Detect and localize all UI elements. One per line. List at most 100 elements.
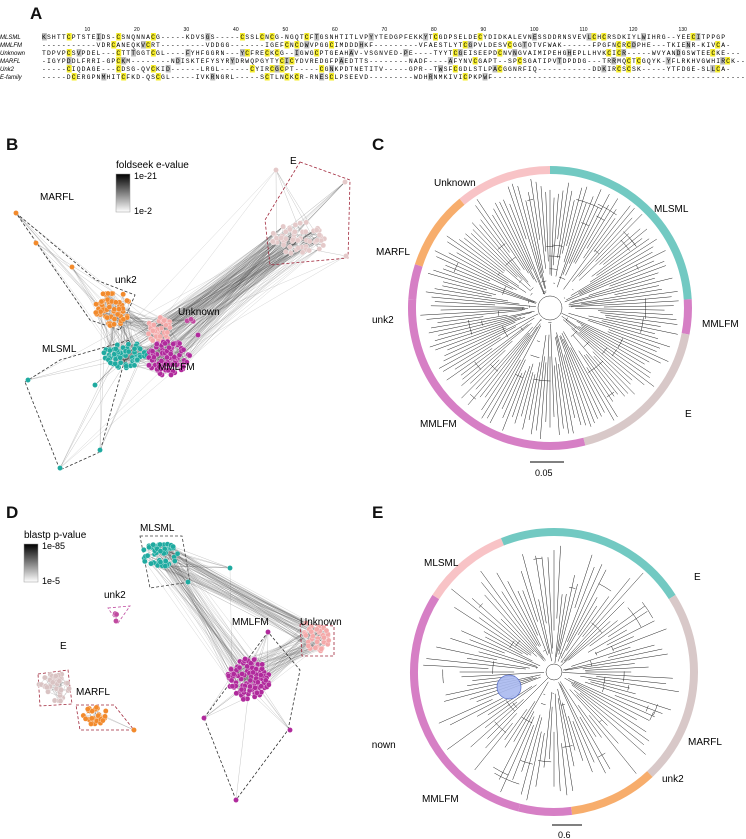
cluster-label-unk2: unk2	[104, 590, 126, 601]
conserved-highlight	[329, 65, 335, 73]
tree-branch	[530, 287, 534, 291]
tree-branch	[540, 319, 542, 321]
tree-branch	[505, 256, 516, 266]
tree-branch	[476, 199, 525, 270]
network-edge	[170, 246, 307, 376]
network-node	[297, 220, 303, 226]
phylogenetic-tree-foldseek: Unknown MLSML MARFL MMLFM unk2 E MMLFM 0…	[372, 166, 739, 478]
network-edge	[173, 547, 319, 628]
network-edge	[166, 549, 317, 630]
network-edge	[166, 564, 257, 691]
cysteine-highlight	[150, 49, 156, 57]
cluster-label-unk2: unk2	[115, 275, 137, 286]
network-node	[167, 324, 173, 331]
tree-branch	[653, 704, 658, 716]
tree-branch	[515, 640, 521, 647]
network-edge	[143, 549, 328, 645]
tree-branch	[570, 331, 577, 337]
network-edge	[118, 246, 302, 356]
network-edge	[150, 181, 346, 339]
tree-branch	[484, 334, 531, 398]
conserved-highlight	[457, 49, 463, 57]
network-edge	[15, 212, 99, 309]
tree-branch	[584, 666, 649, 671]
network-edge	[147, 555, 241, 662]
tree-branch	[608, 611, 648, 638]
network-edge	[170, 548, 229, 675]
cysteine-highlight	[279, 65, 285, 73]
network-edge	[152, 239, 283, 361]
network-node	[325, 637, 332, 644]
network-edge	[167, 544, 316, 648]
network-node	[142, 558, 148, 565]
network-edge	[155, 546, 243, 675]
cysteine-highlight	[116, 57, 122, 65]
network-node	[117, 354, 123, 361]
network-edge	[147, 555, 312, 633]
tree-branch	[596, 238, 650, 276]
network-edge	[154, 235, 283, 334]
tree-branch	[469, 639, 505, 654]
cluster-label-mmlfm: MMLFM	[158, 362, 195, 373]
network-node	[111, 321, 117, 328]
cluster-hull	[37, 669, 73, 707]
network-edge	[174, 238, 287, 344]
ring-segment	[583, 333, 690, 446]
network-edge	[265, 633, 306, 676]
tree-branch	[533, 378, 551, 382]
cluster-hull	[107, 605, 131, 624]
tree-branch	[429, 317, 521, 348]
tree-branch	[561, 703, 565, 706]
conserved-highlight	[720, 57, 726, 65]
cysteine-highlight	[150, 33, 156, 41]
conserved-highlight	[368, 33, 374, 41]
tree-branch	[442, 268, 535, 303]
tree-branch	[574, 690, 646, 755]
network-node	[149, 337, 156, 344]
network-node	[164, 354, 170, 361]
cysteine-highlight	[111, 41, 117, 49]
network-node	[162, 340, 168, 347]
network-node	[287, 226, 293, 233]
network-edge	[178, 229, 290, 343]
network-edge	[163, 544, 238, 667]
network-edge	[159, 560, 324, 643]
network-node	[294, 237, 301, 244]
tree-branch	[454, 607, 529, 656]
network-edge	[164, 562, 249, 662]
network-edge	[59, 363, 114, 469]
cysteine-highlight	[284, 73, 290, 81]
cysteine-highlight	[477, 33, 483, 41]
tree-branch	[571, 328, 631, 385]
network-node	[283, 249, 289, 255]
network-edge	[165, 549, 245, 676]
network-edge	[169, 229, 291, 360]
tree-branch	[497, 272, 501, 276]
tree-branch	[499, 201, 532, 270]
tree-branch	[554, 693, 561, 792]
network-node	[282, 229, 289, 235]
tree-branch	[461, 672, 545, 678]
cysteine-highlight	[284, 41, 290, 49]
network-node	[259, 661, 265, 668]
tree-branch	[433, 269, 536, 304]
tree-branch	[572, 288, 574, 291]
tree-branch	[587, 629, 628, 653]
tree-branch	[512, 725, 534, 780]
network-node	[316, 232, 323, 238]
tree-branch	[555, 335, 576, 419]
conserved-highlight	[210, 73, 216, 81]
network-edge	[157, 548, 231, 569]
conserved-highlight	[685, 41, 691, 49]
network-edge	[167, 320, 188, 339]
network-node	[171, 354, 177, 360]
tree-branch	[598, 583, 612, 592]
tree-branch	[620, 239, 630, 251]
network-edge	[160, 561, 317, 630]
ring-segment	[459, 166, 551, 205]
network-edge	[156, 234, 295, 355]
tree-branch	[568, 189, 602, 264]
network-edge	[111, 316, 154, 329]
tree-branch	[578, 217, 633, 277]
network-edge	[254, 696, 291, 731]
